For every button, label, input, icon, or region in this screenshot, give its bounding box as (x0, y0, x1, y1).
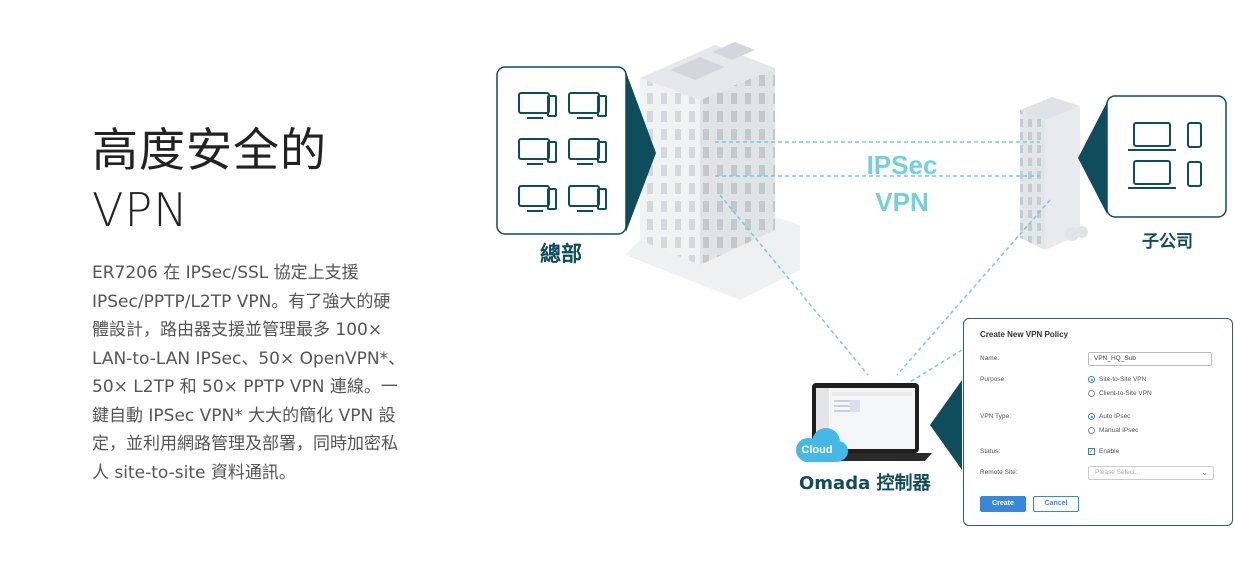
cloud-icon (796, 428, 848, 462)
panel-pointer (930, 380, 962, 470)
ipsec-tunnel-lines (715, 141, 1051, 386)
chevron-down-icon: ⌄ (1201, 468, 1208, 477)
cloud-badge-text: Cloud (801, 444, 833, 456)
hq-label: 總部 (540, 242, 582, 266)
radio-selected-icon (1088, 376, 1095, 383)
cancel-button[interactable]: Cancel (1033, 496, 1079, 512)
laptop-icon (1128, 160, 1176, 189)
create-button[interactable]: Create (980, 496, 1026, 512)
phone-icon (1187, 122, 1202, 148)
section-title: 高度安全的 VPN (92, 120, 327, 240)
hq-devices-card (496, 66, 656, 235)
radio-icon (1088, 390, 1095, 397)
purpose-label: Purpose: (980, 376, 1007, 383)
remote-site-label: Remote Site: (980, 469, 1018, 476)
checkmark-icon: ✓ (1088, 448, 1095, 455)
vpn-type-auto-radio[interactable]: Auto IPsec (1088, 413, 1130, 420)
title-line-2: VPN (92, 183, 189, 237)
status-label: Status: (980, 448, 1001, 455)
branch-building-icon (1020, 97, 1088, 250)
name-input[interactable]: VPN_HQ_Sub (1088, 352, 1212, 366)
status-enable-checkbox[interactable]: ✓Enable (1088, 448, 1120, 455)
tunnel-label-ipsec: IPSec (866, 150, 938, 180)
purpose-site-to-site-radio[interactable]: Site-to-Site VPN (1088, 376, 1146, 383)
desktop-icon (568, 138, 607, 165)
create-vpn-policy-panel: Create New VPN Policy Name: VPN_HQ_Sub P… (963, 318, 1233, 526)
desktop-icon (518, 185, 557, 212)
desktop-icon (568, 185, 607, 212)
phone-icon (1187, 161, 1202, 187)
section-description: ER7206 在 IPSec/SSL 協定上支援 IPSec/PPTP/L2TP… (92, 263, 406, 483)
panel-title: Create New VPN Policy (980, 330, 1069, 339)
name-label: Name: (980, 355, 1000, 362)
omada-controller-laptop-icon (800, 383, 932, 461)
radio-selected-icon (1088, 413, 1095, 420)
laptop-icon (1128, 122, 1176, 151)
desktop-icon (568, 92, 607, 119)
vpn-type-label: VPN Type: (980, 413, 1011, 420)
hq-building-icon (625, 42, 800, 300)
radio-icon (1088, 427, 1095, 434)
branch-devices-card (1078, 95, 1227, 218)
branch-label: 子公司 (1142, 232, 1193, 252)
remote-site-select[interactable]: Please Select...⌄ (1088, 466, 1214, 480)
title-line-1: 高度安全的 (92, 123, 327, 177)
desktop-icon (518, 92, 557, 119)
purpose-client-to-site-radio[interactable]: Client-to-Site VPN (1088, 390, 1152, 397)
tunnel-label-vpn: VPN (875, 187, 929, 217)
controller-label: Omada 控制器 (799, 473, 931, 494)
desktop-icon (518, 138, 557, 165)
vpn-type-manual-radio[interactable]: Manual IPsec (1088, 427, 1138, 434)
